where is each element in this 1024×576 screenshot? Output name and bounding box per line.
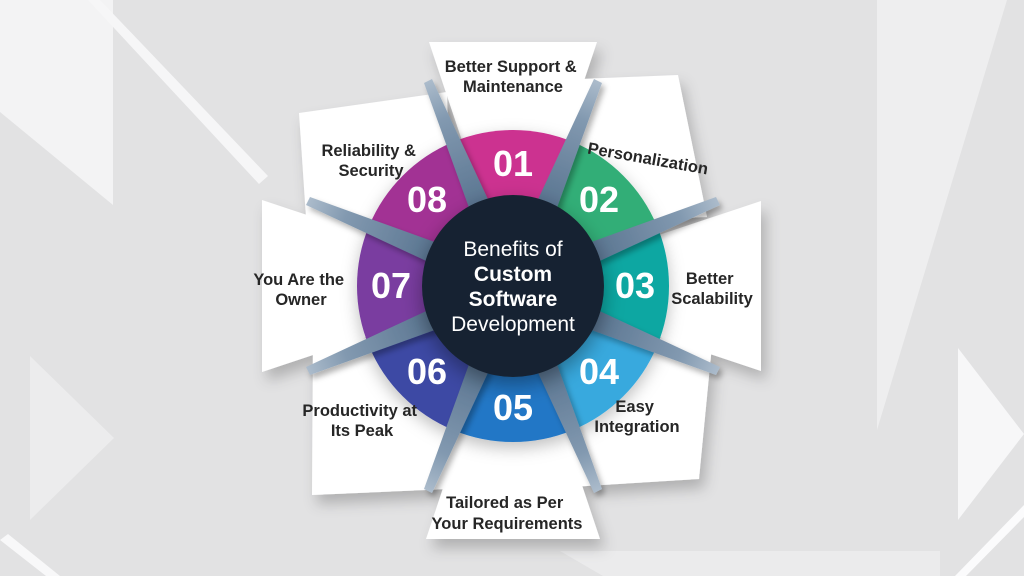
bg-triangle-top-left: [0, 0, 113, 205]
center-title-line2: Custom: [474, 263, 552, 286]
benefit-label-07: You Are the Owner: [253, 271, 348, 309]
benefit-number-04: 04: [579, 351, 619, 392]
benefit-label-04: Easy Integration: [594, 398, 679, 436]
spoke-se: [534, 356, 602, 493]
bg-stripe-bottom-left: [0, 534, 60, 576]
center-circle: [422, 195, 604, 377]
benefit-wedge-03: [581, 201, 761, 371]
benefit-number-03: 03: [615, 265, 655, 306]
benefit-numbers: 01 02 03 04 05 06 07 08: [371, 143, 655, 428]
spoke-wsw: [306, 307, 443, 375]
spoke-ne: [534, 79, 602, 216]
spoke-sw: [424, 356, 492, 493]
center-title-line1: Benefits of: [463, 238, 562, 261]
bg-triangle-right-upper: [877, 0, 1007, 430]
benefit-label-06: Productivity at Its Peak: [302, 402, 421, 440]
bg-stripe-top-left: [88, 0, 268, 184]
benefit-number-05: 05: [493, 387, 533, 428]
benefit-label-03: Better Scalability: [671, 270, 753, 308]
spokes: [306, 79, 720, 493]
spoke-ene: [583, 197, 720, 265]
benefit-wedge-05: [426, 354, 600, 539]
bg-band-bottom: [560, 551, 940, 576]
benefit-labels: Better Support & Maintenance Personaliza…: [253, 58, 753, 533]
benefit-number-01: 01: [493, 143, 533, 184]
bg-stripe-bottom-right: [955, 505, 1024, 576]
bg-triangle-left: [30, 356, 114, 520]
benefit-number-02: 02: [579, 179, 619, 220]
benefit-label-05: Tailored as Per Your Requirements: [432, 494, 583, 533]
bg-triangle-right: [958, 348, 1024, 520]
center-title-line3: Software: [469, 288, 558, 311]
benefit-label-01: Better Support & Maintenance: [445, 58, 582, 96]
benefit-label-08: Reliability & Security: [321, 142, 420, 180]
benefit-number-08: 08: [407, 179, 447, 220]
center-title: Benefits of Custom Software Development: [451, 238, 575, 336]
benefit-number-07: 07: [371, 265, 411, 306]
center-title-line4: Development: [451, 313, 575, 336]
spoke-nw: [424, 79, 492, 216]
spoke-ese: [583, 307, 720, 375]
benefit-number-06: 06: [407, 351, 447, 392]
spoke-wnw: [306, 197, 443, 265]
